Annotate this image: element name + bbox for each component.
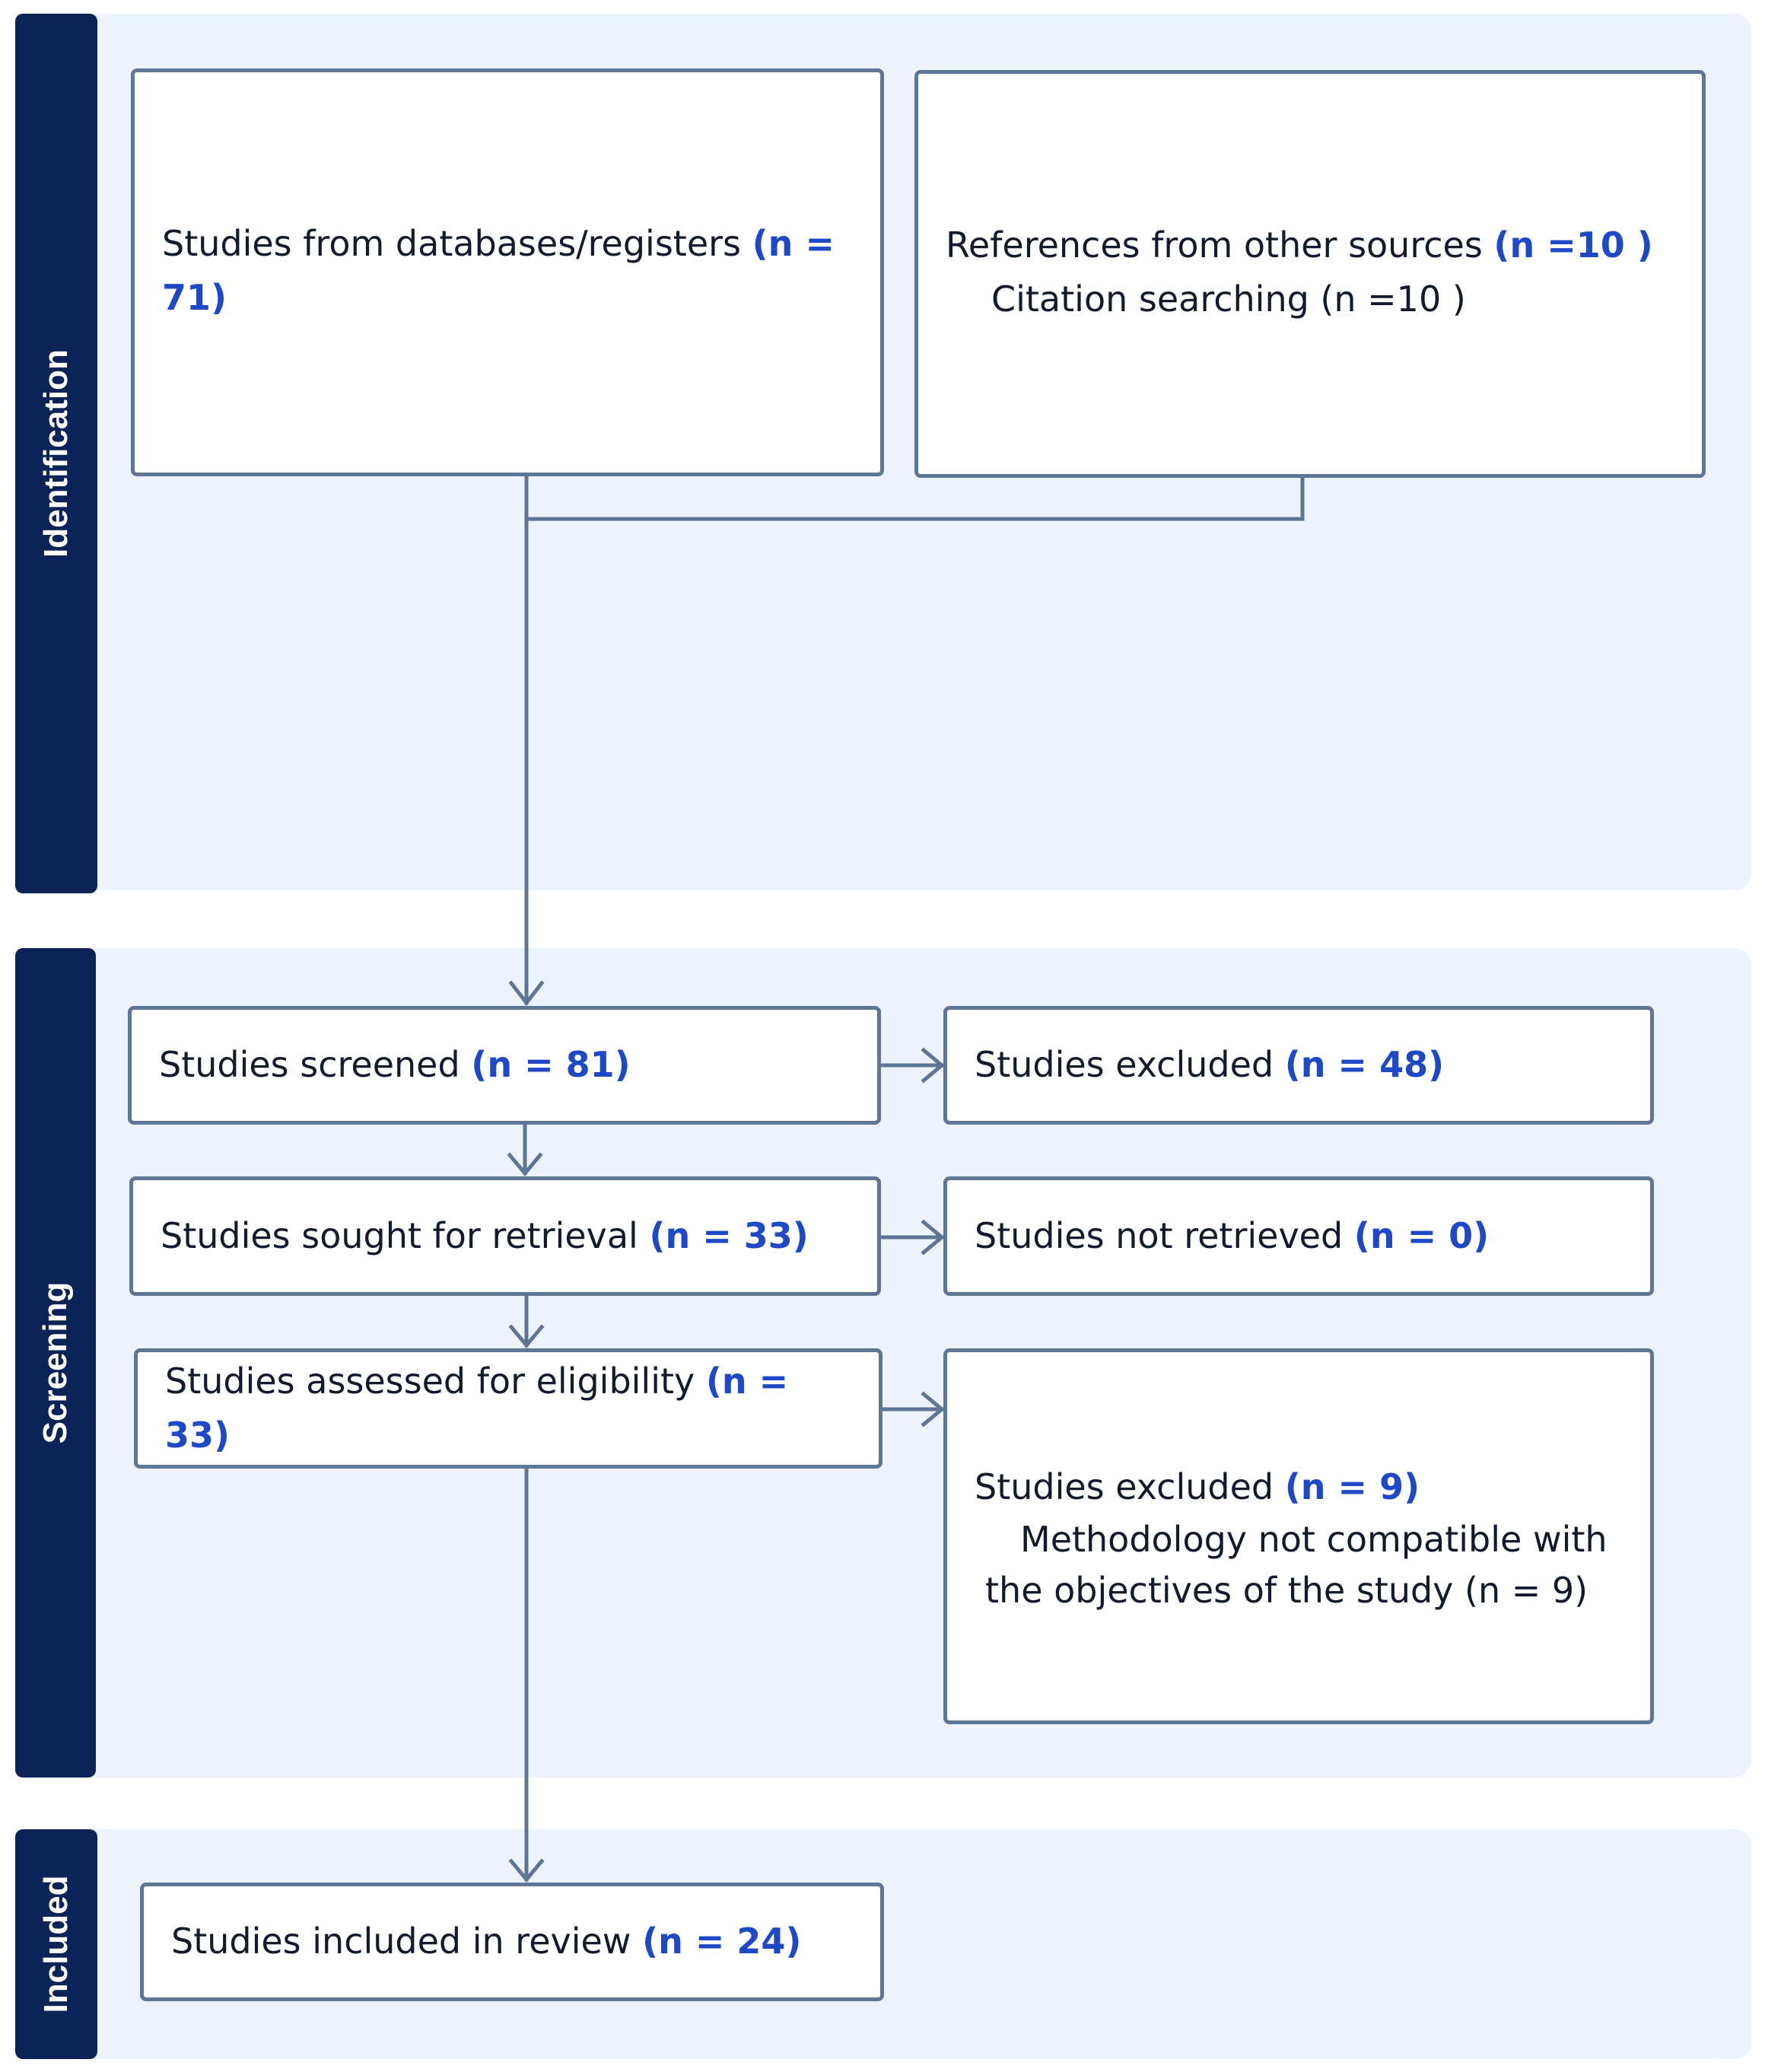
excluded-text: Studies excluded (n = 48)	[975, 1044, 1445, 1086]
databases-text: Studies from databases/registers (n = 71…	[162, 223, 835, 319]
citation-searching-text: Citation searching (n =10 )	[991, 278, 1466, 320]
not-retrieved-box: Studies not retrieved (n = 0)	[943, 1176, 1654, 1296]
included-text: Studies included in review (n = 24)	[171, 1921, 802, 1962]
other-sources-text: References from other sources (n =10 )	[946, 224, 1653, 266]
methodology-text-line-1: Methodology not compatible with	[1020, 1519, 1608, 1561]
arrowhead-excluded	[921, 1047, 945, 1084]
excluded-count: (n = 48)	[1284, 1044, 1445, 1086]
identification-sidebar: Identification	[15, 14, 97, 893]
arrowhead-assessed	[508, 1324, 545, 1348]
arrowhead-included	[508, 1858, 545, 1883]
screened-box: Studies screened (n = 81)	[128, 1006, 881, 1125]
excluded-eligibility-count: (n = 9)	[1284, 1466, 1420, 1507]
screened-text: Studies screened (n = 81)	[159, 1044, 631, 1086]
excluded-eligibility-box: Studies excluded (n = 9) Methodology not…	[943, 1348, 1654, 1724]
sought-text: Studies sought for retrieval (n = 33)	[161, 1214, 809, 1256]
databases-box: Studies from databases/registers (n = 71…	[131, 68, 884, 476]
included-count: (n = 24)	[642, 1921, 802, 1962]
methodology-text-line-2: the objectives of the study (n = 9)	[985, 1569, 1588, 1611]
arrowhead-sought	[507, 1152, 543, 1176]
screened-count: (n = 81)	[471, 1044, 631, 1086]
included-box: Studies included in review (n = 24)	[140, 1883, 884, 2001]
included-sidebar: Included	[15, 1829, 97, 2059]
assessed-text: Studies assessed for eligibility (n = 33…	[165, 1360, 789, 1456]
excluded-box: Studies excluded (n = 48)	[943, 1006, 1654, 1125]
excluded-eligibility-text: Studies excluded (n = 9)	[975, 1466, 1420, 1507]
other-sources-count: (n =10 )	[1493, 224, 1653, 266]
assessed-count: (n = 33)	[165, 1360, 789, 1456]
assessed-box: Studies assessed for eligibility (n = 33…	[134, 1348, 882, 1469]
sought-box: Studies sought for retrieval (n = 33)	[129, 1176, 881, 1296]
not-retrieved-text: Studies not retrieved (n = 0)	[975, 1214, 1490, 1256]
arrowhead-notretrieved	[921, 1219, 945, 1256]
screening-sidebar: Screening	[15, 948, 96, 1778]
other-sources-box: References from other sources (n =10 ) C…	[914, 70, 1706, 478]
databases-count: (n = 71)	[162, 223, 835, 319]
not-retrieved-count: (n = 0)	[1353, 1214, 1490, 1256]
arrowhead-excluded-eligibility	[921, 1391, 945, 1427]
arrowhead-screened	[508, 980, 545, 1007]
sought-count: (n = 33)	[649, 1214, 809, 1256]
